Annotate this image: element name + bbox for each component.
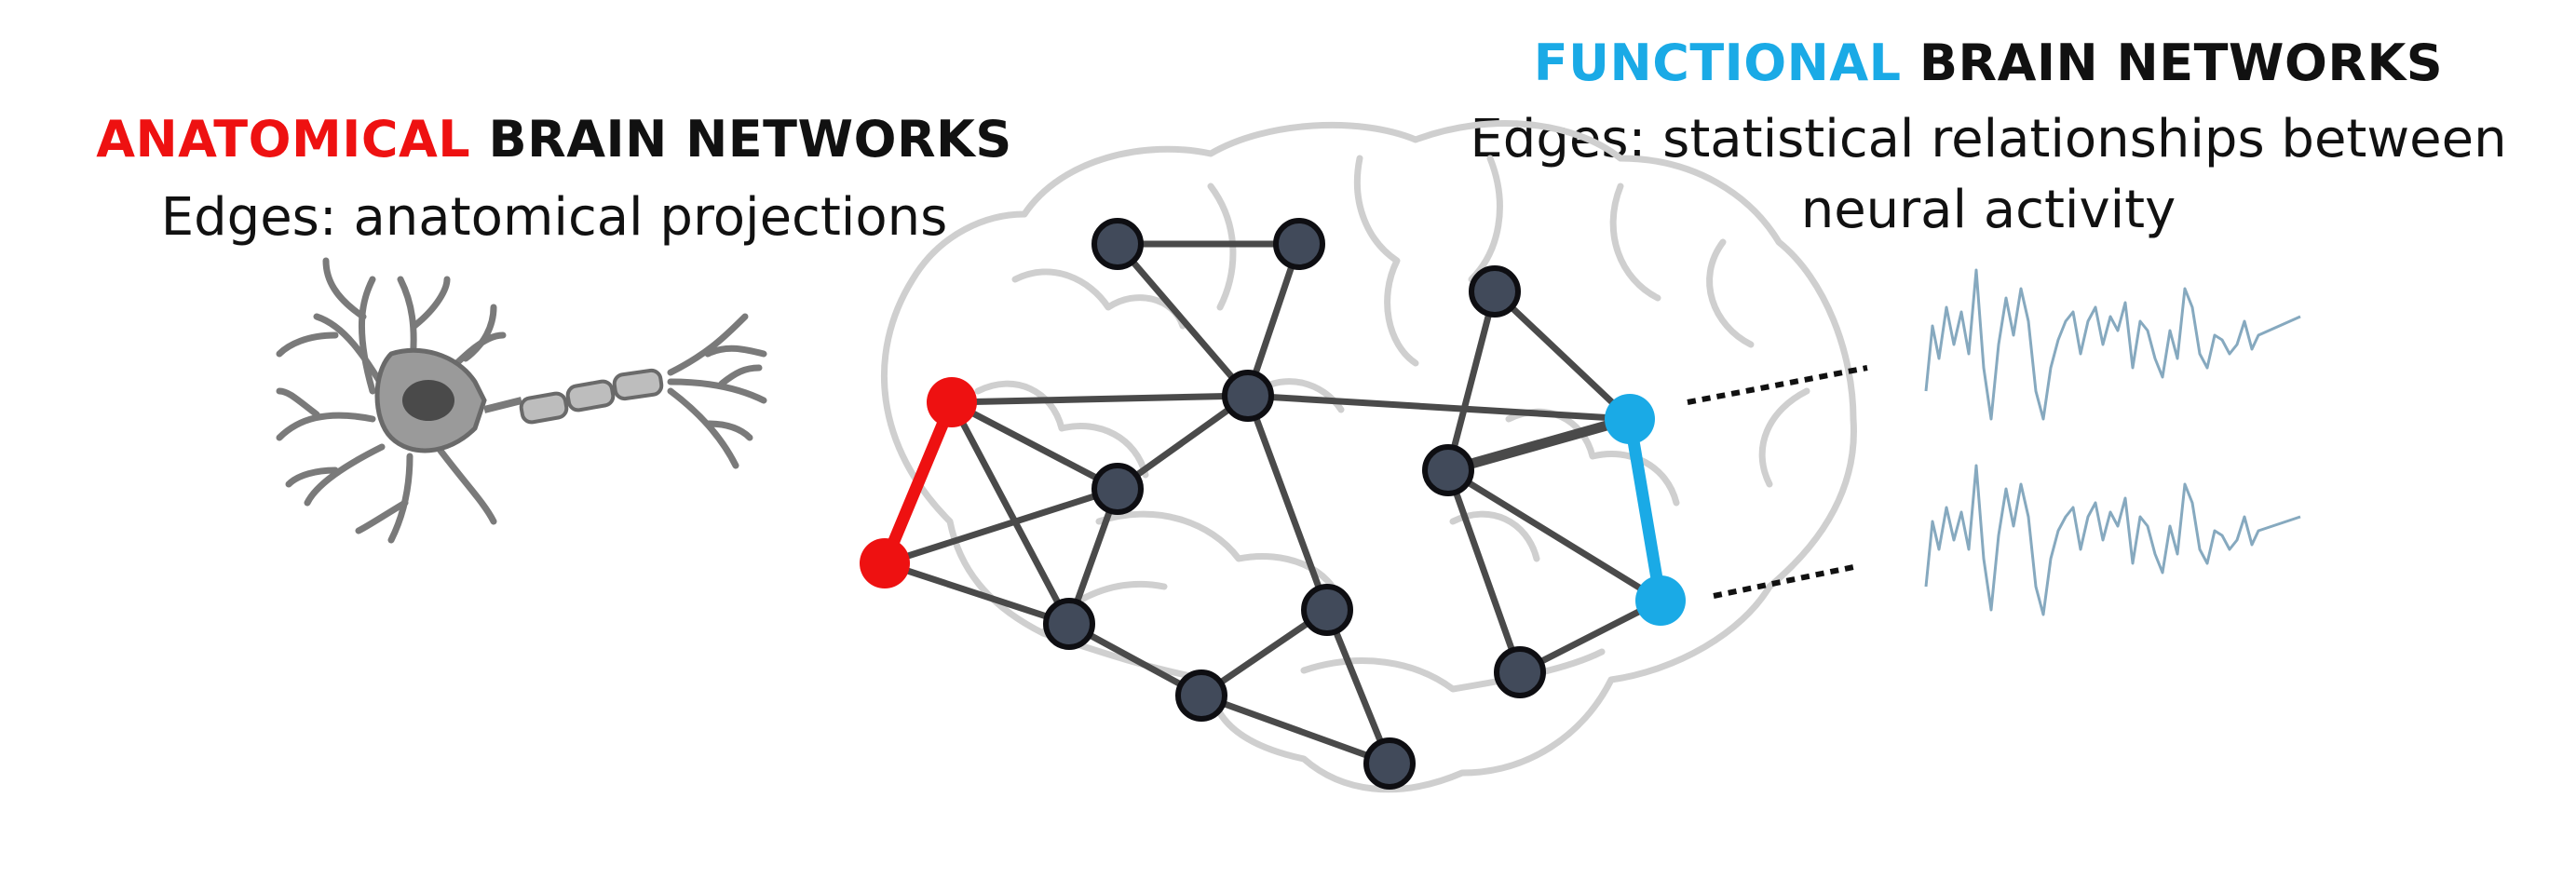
node [1363,737,1416,790]
edge [1114,392,1252,493]
edge [1491,288,1634,423]
network-nodes [1043,218,1546,790]
edge [1244,392,1331,614]
functional-highlight: FUNCTIONAL [1533,34,1902,92]
node [1273,218,1325,270]
edge [1244,392,1634,423]
anatomical-edge [878,396,958,570]
functional-title: FUNCTIONAL BRAIN NETWORKS [1397,34,2576,92]
functional-subtitle-line2: neural activity [1800,180,2176,240]
edge [1443,413,1635,476]
functional-node [1635,575,1686,626]
signal-trace [1924,268,2301,421]
edge [1244,240,1303,399]
anatomical-node [927,377,977,427]
anatomical-nodes [860,377,977,588]
signal-traces [1924,268,2301,616]
edge [1444,467,1664,604]
edge [1198,692,1393,767]
node [1469,265,1521,318]
edge [1323,606,1393,767]
edge [948,399,1121,493]
anatomical-title: ANATOMICAL BRAIN NETWORKS [0,110,1108,169]
edge [1444,467,1524,676]
brain-outline [880,120,1857,793]
functional-nodes [1605,394,1686,626]
node [1043,598,1095,650]
node [1301,584,1353,636]
functional-edge [1623,412,1667,607]
signal-trace [1924,464,2301,616]
edge [1516,597,1664,676]
edge [1114,240,1252,399]
node [1091,463,1144,515]
node [1494,646,1546,698]
anatomical-subtitle: Edges: anatomical projections [160,187,948,248]
edge [881,485,1121,567]
network-edges [881,240,1664,767]
neuron-icon [276,257,767,544]
node [1422,444,1474,496]
functional-title-rest: BRAIN NETWORKS [1901,34,2444,92]
node [1222,370,1274,422]
signal-connectors [1687,365,1868,599]
edge [881,560,1073,628]
node [1091,218,1144,270]
anatomical-title-rest: BRAIN NETWORKS [470,110,1012,169]
edge [948,399,1073,628]
node [1175,669,1227,722]
anatomical-node [860,538,910,588]
anatomical-highlight: ANATOMICAL [96,110,471,169]
functional-node [1605,394,1655,444]
edge [1444,288,1498,474]
edge [948,392,1252,406]
